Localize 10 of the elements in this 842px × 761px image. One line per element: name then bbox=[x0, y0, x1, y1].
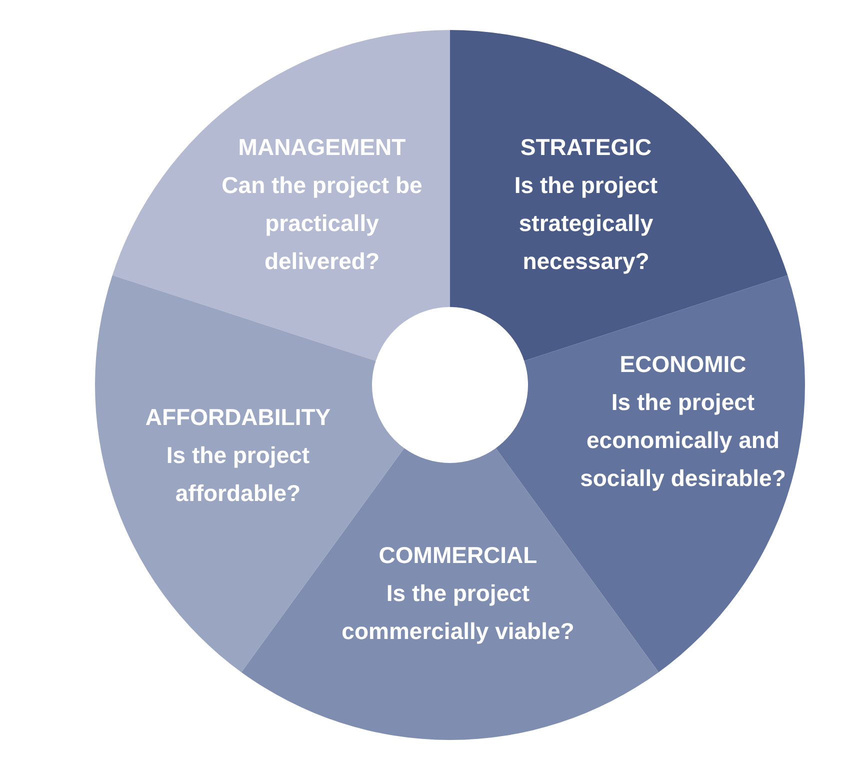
segment-heading: ECONOMIC bbox=[620, 350, 746, 379]
segment-question: Can the project be practically delivered? bbox=[220, 171, 424, 276]
segment-heading: STRATEGIC bbox=[520, 133, 652, 162]
segment-question: Is the project strategically necessary? bbox=[513, 171, 659, 276]
segment-question: Is the project affordable? bbox=[165, 441, 311, 508]
segment-heading: MANAGEMENT bbox=[238, 133, 406, 162]
segment-question: Is the project commercially viable? bbox=[340, 579, 576, 646]
segment-heading: AFFORDABILITY bbox=[145, 403, 331, 432]
segment-heading: COMMERCIAL bbox=[378, 541, 538, 570]
segment-question: Is the project economically and socially desirable? bbox=[579, 388, 787, 493]
